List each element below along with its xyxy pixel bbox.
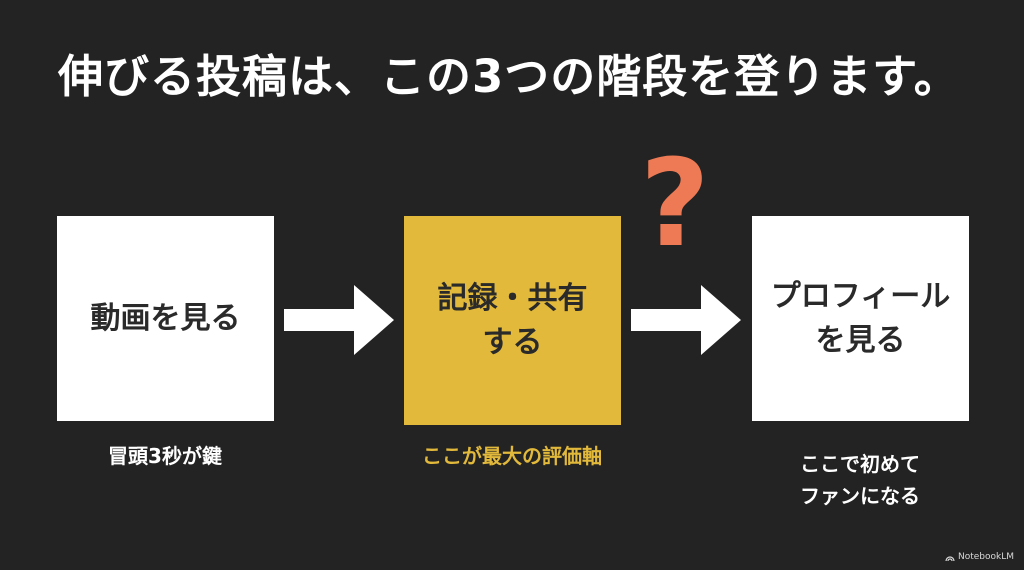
step-label: 動画を見る <box>90 300 241 336</box>
caption-line1: ここで初めて <box>800 452 920 476</box>
step-label-line2: を見る <box>815 322 906 358</box>
brand-watermark: NotebookLM <box>945 552 1014 562</box>
brand-label: NotebookLM <box>957 552 1014 562</box>
arrow-right-icon <box>284 285 394 355</box>
step-caption-highlight: ここが最大の評価軸 <box>422 444 602 468</box>
step-label-line2: する <box>482 324 543 360</box>
arrow-right-icon <box>631 285 741 355</box>
step-box-watch-video: 動画を見る <box>57 216 274 421</box>
step-box-save-share: 記録・共有 する <box>404 216 621 425</box>
step-label-line1: プロフィール <box>770 278 951 314</box>
step-caption: ここで初めて ファンになる <box>730 448 990 512</box>
step-box-view-profile: プロフィール を見る <box>752 216 969 421</box>
step-label-line1: 記録・共有 <box>437 280 588 316</box>
question-mark-icon: ? <box>640 135 710 274</box>
caption-line2: ファンになる <box>800 484 920 508</box>
step-caption: 冒頭3秒が鍵 <box>108 444 222 468</box>
slide-title: 伸びる投稿は、この3つの階段を登ります。 <box>58 50 960 103</box>
notebooklm-icon <box>945 556 955 561</box>
